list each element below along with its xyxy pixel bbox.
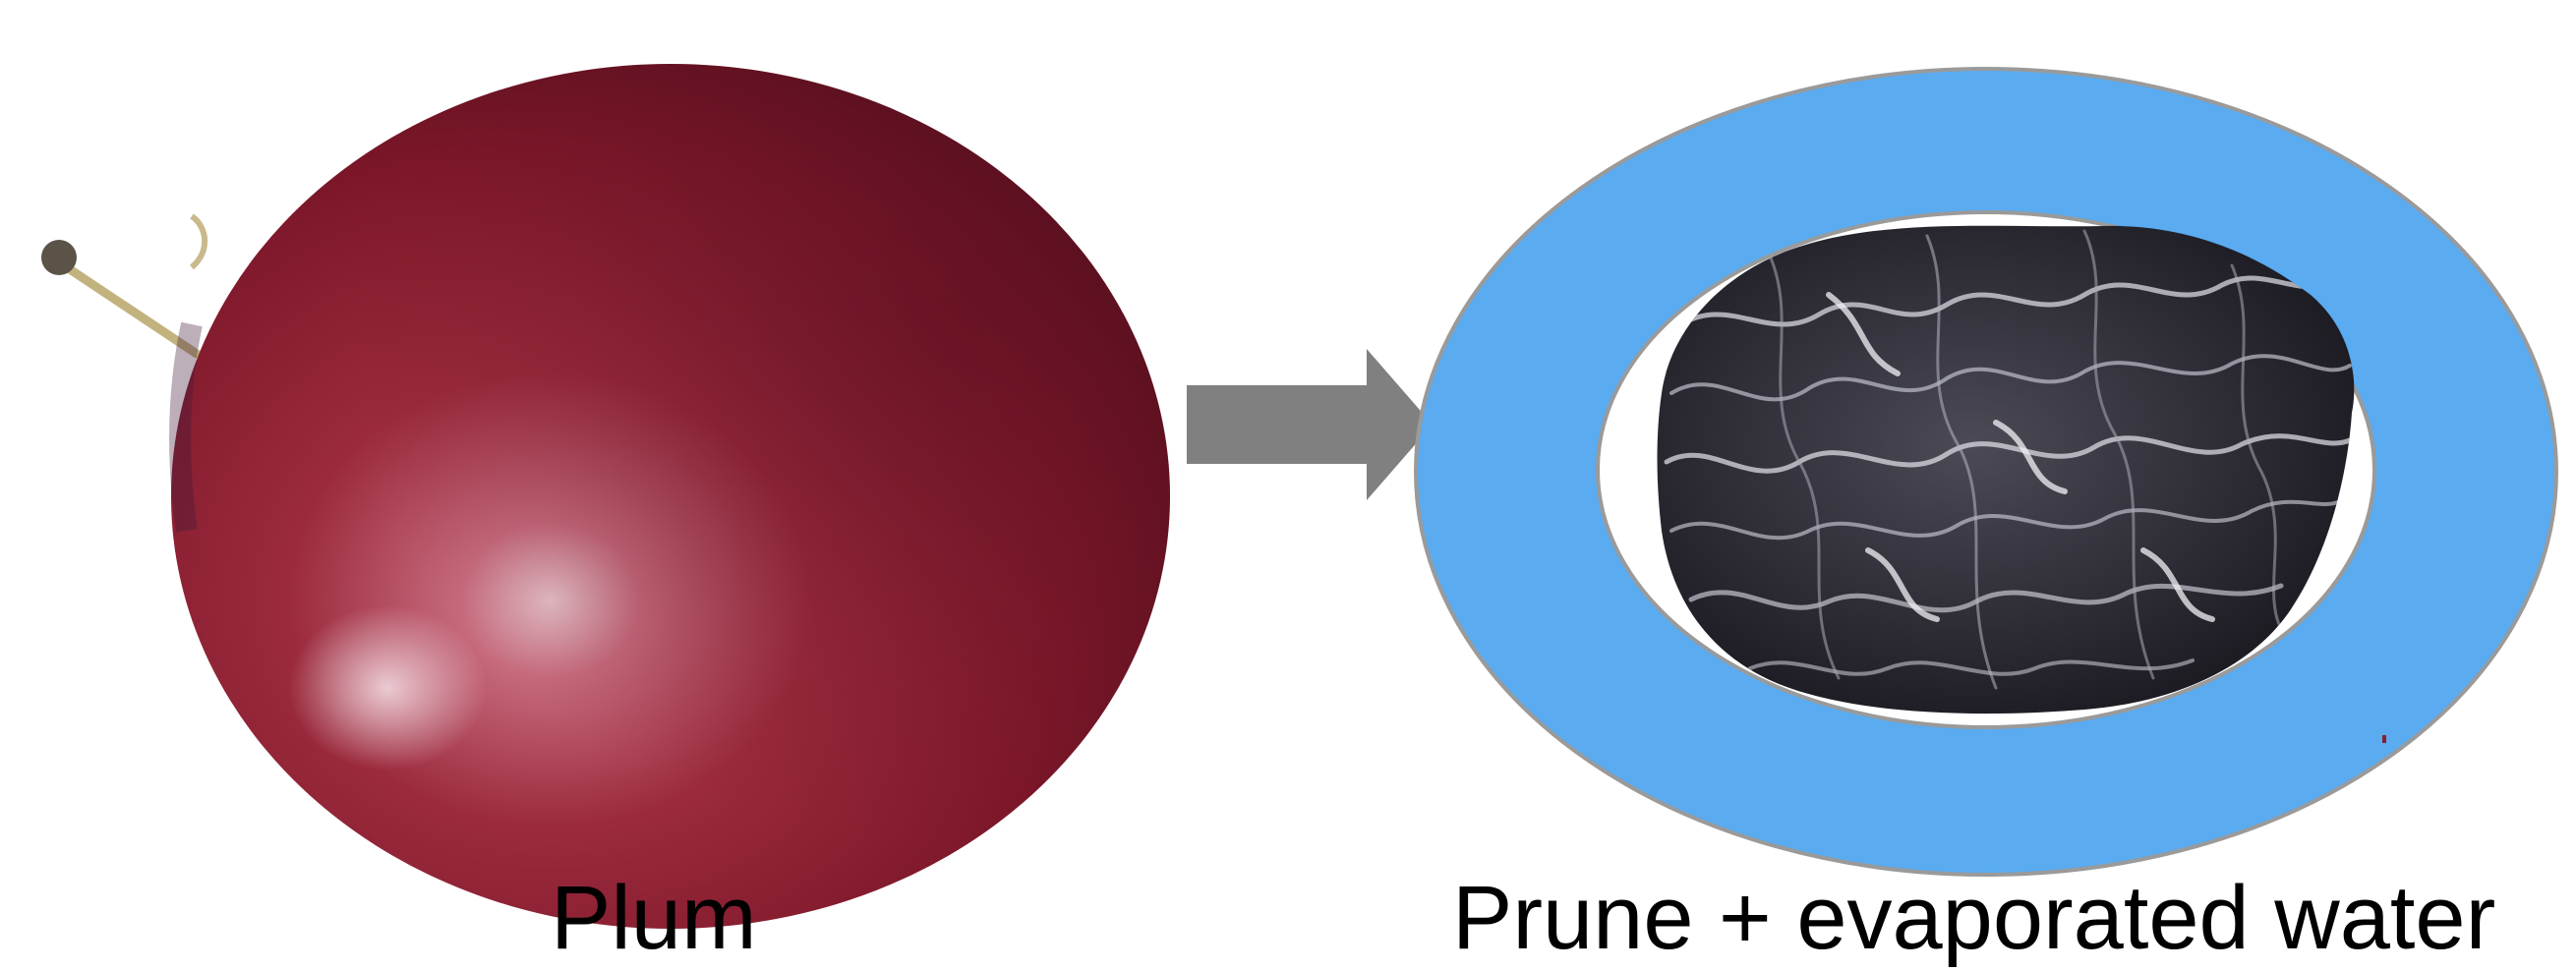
stray-mark	[2382, 735, 2386, 743]
plum-highlight	[246, 482, 600, 776]
plum-stem	[61, 263, 197, 354]
plum-stem	[192, 216, 205, 267]
right-arrow-icon	[1187, 349, 1433, 500]
plum-stem-tip	[41, 240, 77, 275]
plum-fruit-icon	[41, 64, 1170, 929]
prune-label: Prune + evaporated water	[1452, 873, 2495, 963]
plum-label: Plum	[551, 873, 757, 963]
plum-stem-cavity	[180, 324, 192, 531]
plum-shadow	[171, 64, 1170, 929]
prune-fruit-icon	[1658, 226, 2355, 714]
